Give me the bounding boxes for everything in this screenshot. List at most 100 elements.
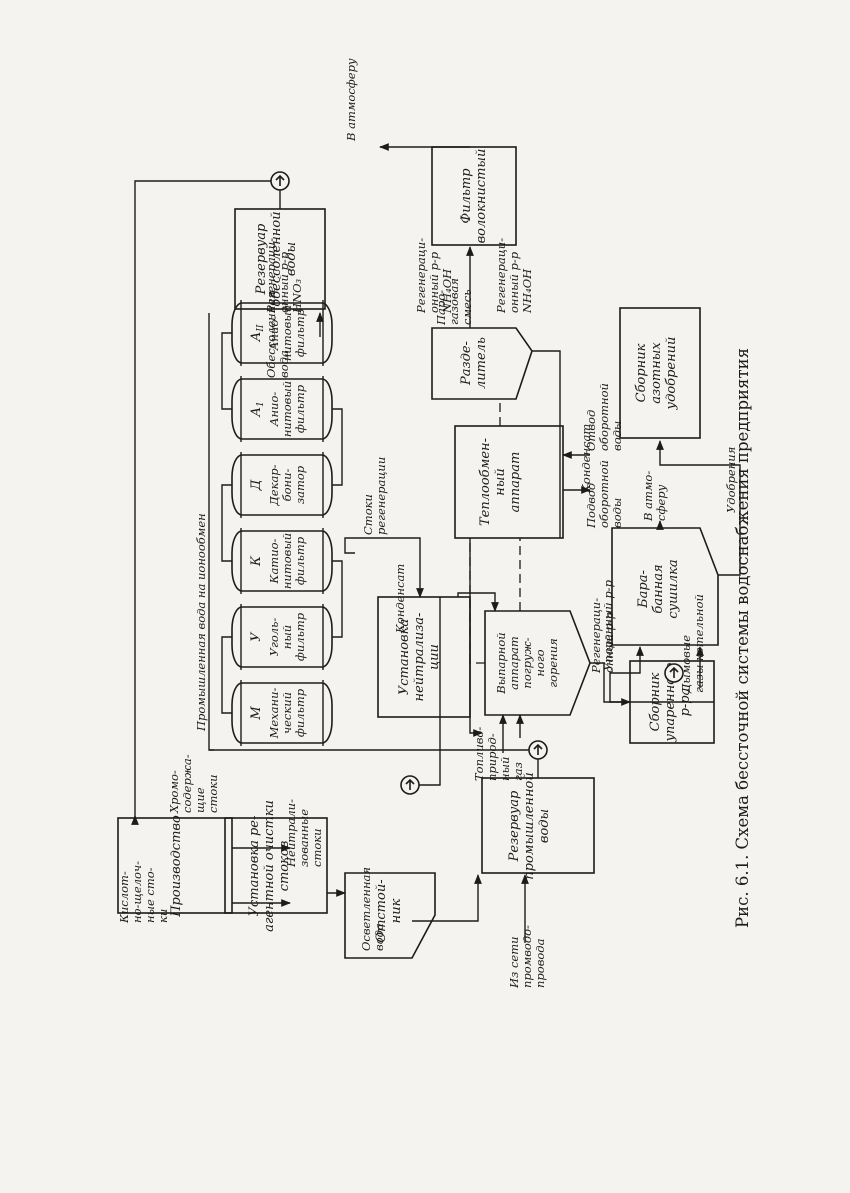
chrome-effluents-label-line: Хромо-: [167, 770, 181, 814]
flow-labels: Кислот-но-щелоч-ные сто-ки Хромо-содержа…: [117, 58, 752, 989]
pipelines: [131, 143, 741, 943]
supply-water-label-line: воды: [610, 498, 624, 528]
drum-dryer-label-line: Бара-: [636, 570, 651, 609]
filter-name-line: Механи-: [267, 687, 281, 739]
neutralized-effluents-label-line: зованные: [297, 809, 311, 867]
regen-solution-to-evaporator-label-line: онный р-р: [602, 611, 616, 673]
heat-exchanger-label-line: Теплообмен-: [478, 438, 493, 526]
fertilizer-collector-label: Сборниказотныхудобрений: [634, 337, 679, 411]
filter-name-line: фильтр: [293, 688, 307, 737]
clarified-water-label: Осветленнаявода: [359, 867, 386, 951]
dryer-to-atmosphere-label: В атмо-сферу: [641, 471, 668, 522]
separator-label: Разде-литель: [459, 337, 489, 389]
heat-exchanger-label-line: ный: [493, 468, 508, 496]
regen-solution-to-evaporator-label: Регенераци-онный р-р: [589, 598, 616, 674]
fiber-filter-label: Фильтрволокнистый: [459, 149, 489, 244]
separator: Разде-литель: [431, 327, 533, 400]
fuel-gas-label-line: природ-: [485, 733, 499, 781]
fiber-filter-label-line: волокнистый: [474, 149, 489, 244]
separator-label-line: литель: [474, 337, 489, 389]
regen-solution-hno3-label-line: HNO₃: [290, 278, 304, 314]
flue-gases-label: Дымовыегазы котельной: [679, 594, 706, 694]
industrial-reservoir-label: Резервуарпромышленнойводы: [507, 772, 552, 880]
filter-vessel: [231, 302, 333, 364]
fertilizer-collector-label-line: Сборник: [634, 343, 649, 402]
regen-solution-nh4oh-a1-label-line: онный р-р: [427, 251, 441, 313]
drum-dryer-label-line: банная: [651, 564, 666, 613]
vapor-gas-mixture-label-line: Паро-: [434, 290, 448, 326]
filter-letter: К: [249, 555, 264, 567]
regen-solution-hno3-label-line: онный р-р: [277, 251, 291, 313]
evaporator-label-line: аппарат: [507, 636, 521, 690]
neutralization-label-line: ции: [427, 644, 442, 670]
desalted-reservoir-label-line: Резервуар: [254, 223, 269, 295]
fuel-gas-label-line: Топливо-: [472, 727, 486, 781]
chrome-effluents-label-line: щие: [193, 787, 207, 813]
from-network-label-line: промводо-: [520, 925, 534, 988]
regen-solution-nh4oh-a2-label-line: NH₄OH: [520, 268, 534, 314]
filter-name-line: нитовый: [280, 533, 294, 589]
filter-connector: [332, 560, 343, 638]
filter-connector: [221, 636, 232, 714]
desalted-water-label-line: Обессоленная: [264, 291, 278, 378]
regen-solution-nh4oh-a2-label: Регенераци-онный р-рNH₄OH: [494, 238, 534, 314]
filter-name-line: нитовый: [280, 381, 294, 437]
reagent-unit-label-line: агентной очистки: [262, 800, 277, 932]
heat-exchanger-label-line: аппарат: [508, 452, 523, 513]
dryer-to-atmosphere-label-line: сферу: [654, 484, 668, 521]
settler-label: Отстой-ник: [374, 879, 404, 942]
production-label: Производство: [169, 815, 184, 918]
filter-letter: У: [249, 631, 264, 642]
industrial-water-to-ion-exchange-label-line: Промышленная вода на ионообмен: [194, 513, 208, 732]
filter-letter: М: [249, 706, 264, 721]
chrome-effluents-label-line: содержа-: [180, 754, 194, 813]
reagent-unit-label: Установка ре-агентной очисткистоков: [247, 800, 292, 932]
filter-name: Анио-нитовыйфильтр: [267, 305, 307, 361]
reagent-treatment-unit: Установка ре-агентной очисткистоков: [224, 800, 328, 932]
figure-caption-line: Рис. 6.1. Схема бессточной системы водос…: [733, 348, 752, 928]
supply-water-label-line: оборотной: [597, 460, 611, 528]
fuel-gas-label-line: газ: [511, 762, 525, 781]
neutralization-label-line: Установка: [397, 619, 412, 695]
industrial-water-reservoir: Резервуарпромышленнойводы: [481, 772, 595, 880]
from-network-label-line: провода: [533, 938, 547, 988]
desalted-water-reservoir: Резервуаробессоленнойводы: [234, 208, 326, 310]
desalted-reservoir-label-line: воды: [284, 242, 299, 276]
heat-exchanger-label: Теплообмен-ныйаппарат: [478, 438, 523, 526]
industrial-reservoir-label-line: промышленной: [522, 772, 537, 880]
evaporator-label-line: горения: [546, 638, 560, 688]
filter-connector: [221, 484, 232, 562]
evaporator-label-line: погруж-: [520, 637, 534, 688]
fiber-filter: Фильтрволокнистый: [431, 146, 517, 246]
figure-caption: Рис. 6.1. Схема бессточной системы водос…: [733, 348, 752, 928]
separator-label-line: Разде-: [459, 341, 474, 386]
drum-dryer: Бара-баннаясушилка: [611, 527, 719, 646]
regeneration-effluents-label: Стокирегенерации: [361, 457, 388, 535]
vapor-gas-mixture-label-line: газовая: [447, 278, 461, 325]
to-atmosphere-label: В атмосферу: [344, 58, 358, 142]
chrome-effluents-label-line: стоки: [206, 774, 220, 813]
neutralized-effluents-label: Нейтрали-зованныестоки: [284, 799, 324, 868]
regen-solution-hno3-label-line: Регенераци-: [264, 238, 278, 314]
industrial-water-to-ion-exchange-label: Промышленная вода на ионообмен: [194, 513, 208, 732]
condensate-label: Конденсат: [393, 564, 407, 634]
filter-name-line: Анио-: [267, 392, 281, 428]
desalted-reservoir-label-line: обессоленной: [269, 211, 284, 306]
regeneration-effluents-label-line: регенерации: [374, 457, 388, 535]
fertilizers-label: Удобрения: [724, 447, 738, 513]
clarified-water-label-line: Осветленная: [359, 867, 373, 951]
drum-dryer-label-line: сушилка: [666, 559, 681, 618]
filter-letter: Д: [249, 479, 264, 491]
filter-name-line: Декар-: [267, 464, 281, 506]
neutralization-unit: Установканейтрализа-ции: [377, 596, 471, 718]
regeneration-effluents-label-line: Стоки: [361, 494, 375, 535]
desalted-water-label: Обессоленнаявода: [264, 291, 291, 378]
regen-solution-nh4oh-a1-label-line: NH₄OH: [440, 268, 454, 314]
condensate-label-2-line: Конденсат: [579, 424, 593, 494]
filter-name-line: бони-: [280, 468, 294, 501]
fiber-filter-label-line: Фильтр: [459, 168, 474, 224]
acid-alkali-effluents-label: Кислот-но-щелоч-ные сто-ки: [117, 861, 170, 924]
